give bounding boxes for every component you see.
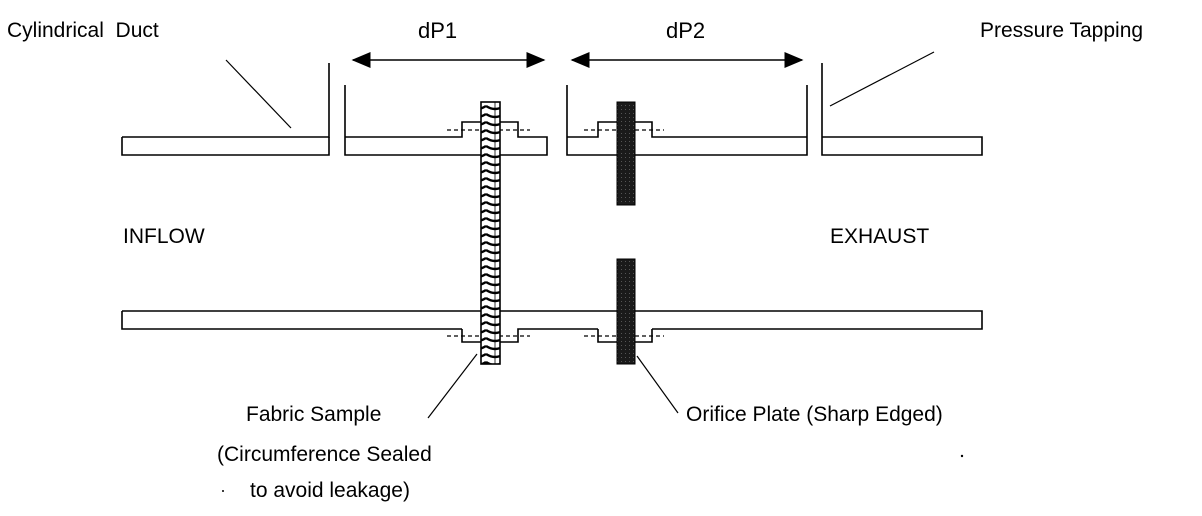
exhaust-label: EXHAUST (830, 225, 929, 248)
upper-duct-wall (121, 63, 983, 156)
stray-dot (960, 454, 964, 458)
duct-leader-line (225, 59, 292, 129)
pressure-tapping-label: Pressure Tapping (980, 19, 1143, 42)
orifice-leader-line (636, 355, 679, 414)
fabric-note-line2: to avoid leakage) (250, 479, 410, 502)
fabric-sample (480, 101, 501, 365)
orifice-plate (616, 101, 636, 365)
fabric-sample-label: Fabric Sample (246, 403, 381, 426)
dp1-label: dP1 (418, 18, 457, 43)
inflow-label: INFLOW (123, 225, 205, 248)
lower-duct-wall (121, 310, 983, 343)
fabric-note-line1: (Circumference Sealed (217, 443, 432, 466)
stray-dot (222, 490, 224, 492)
tapping-leader-line (829, 51, 935, 107)
cylindrical-duct-label: Cylindrical Duct (7, 19, 159, 42)
fabric-leader-line (427, 353, 478, 419)
orifice-plate-label: Orifice Plate (Sharp Edged) (686, 403, 943, 426)
dp2-label: dP2 (666, 18, 705, 43)
